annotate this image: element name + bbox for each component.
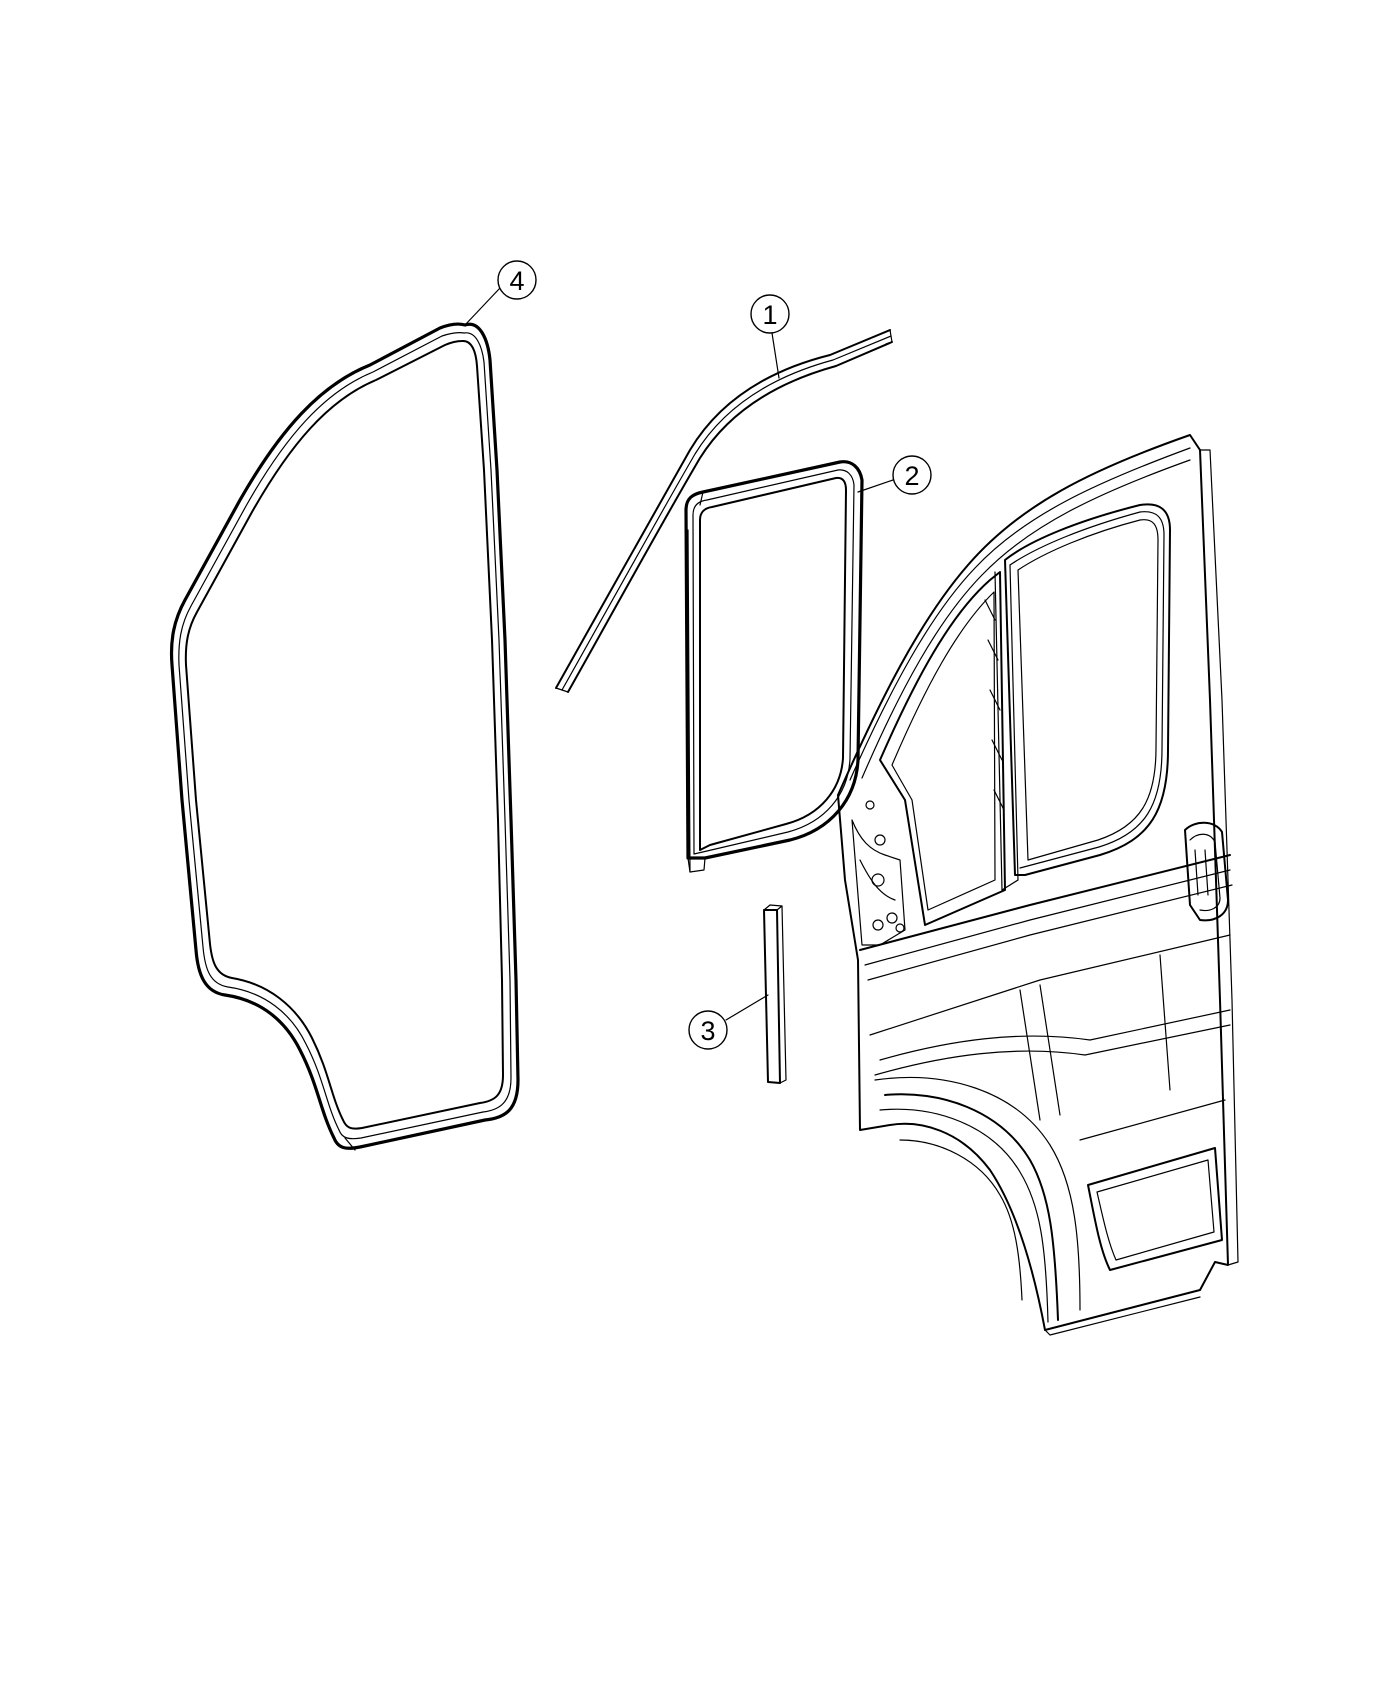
glass-run-channel [684,460,864,873]
weatherstrip-roof-rail [555,329,893,693]
callout-4: 4 [464,260,537,326]
belt-seal-strip [763,904,787,1084]
callout-label-1: 1 [762,300,777,330]
callout-2: 2 [857,455,932,495]
door-opening-weatherstrip [169,322,520,1151]
door-panel [837,434,1239,1336]
callout-label-4: 4 [509,266,524,296]
callout-label-2: 2 [904,461,919,491]
callout-label-3: 3 [700,1016,715,1046]
callout-1: 1 [750,294,790,379]
callout-3: 3 [688,994,769,1050]
